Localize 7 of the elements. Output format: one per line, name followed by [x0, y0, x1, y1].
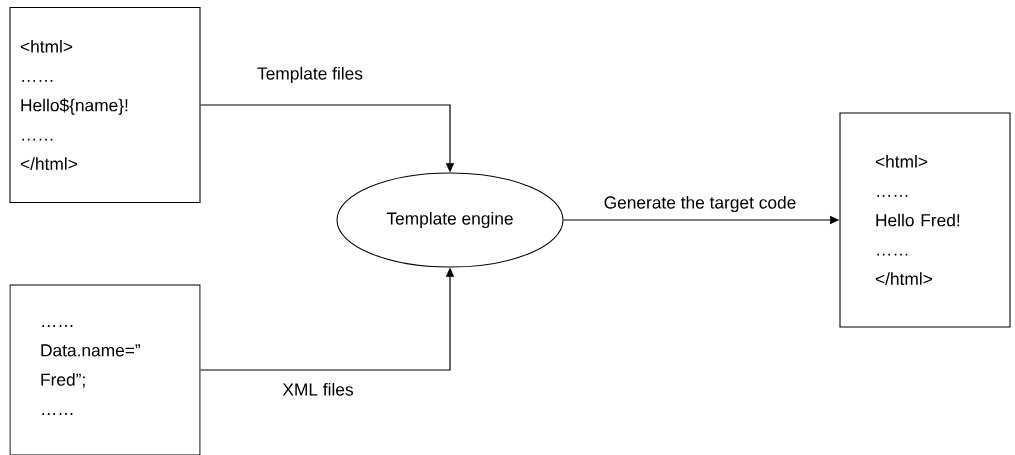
edge-label: Template files	[254, 64, 366, 86]
code-box: <html> …… Hello${name}! …… </html>	[9, 6, 201, 204]
edge-label: XML files	[279, 380, 357, 399]
code-box: <html> …… Hello Fred! …… </html>	[839, 112, 1011, 328]
ellipse-node: Template engine	[336, 172, 564, 268]
code-box: …… Data.name=” Fred”; ……	[9, 284, 201, 455]
edge-label: Generate the target code	[601, 193, 800, 215]
